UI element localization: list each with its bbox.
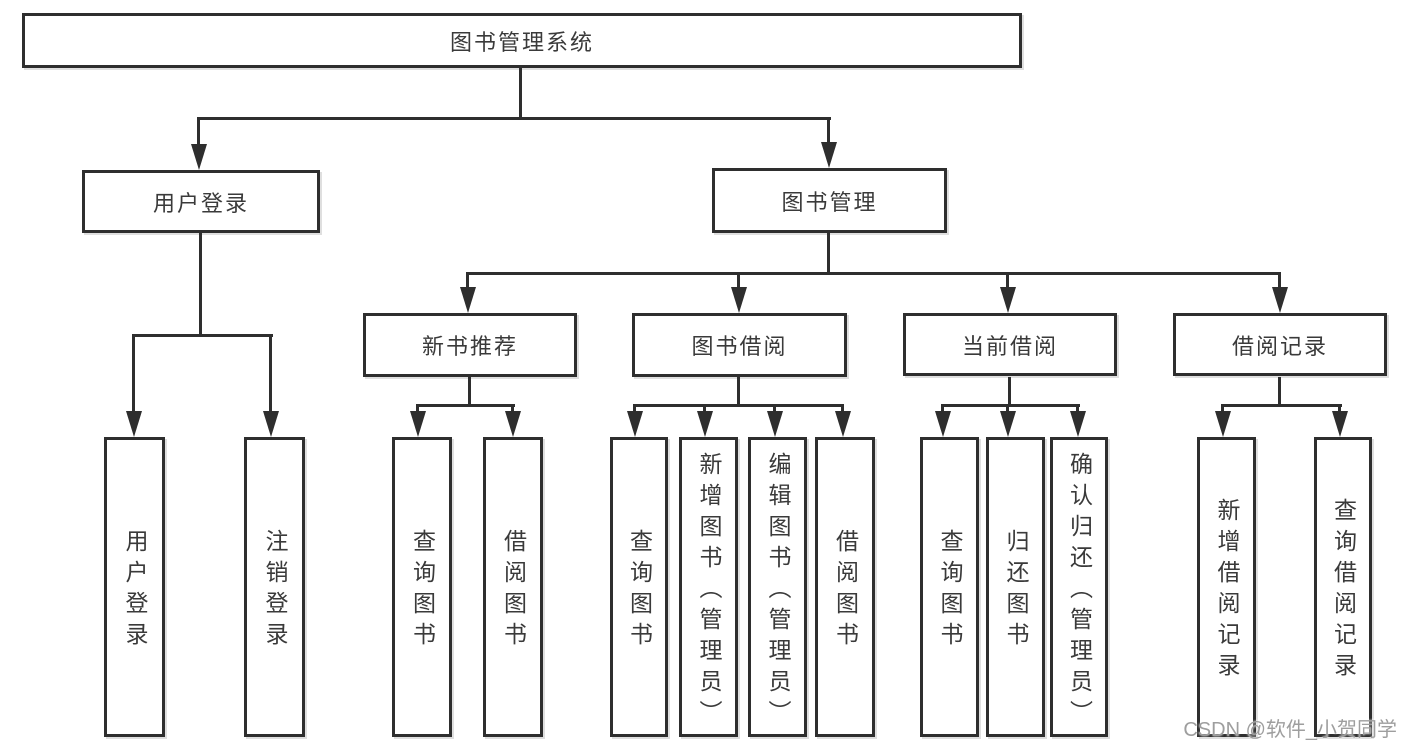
node-new-book-recommend: 新书推荐 bbox=[363, 313, 577, 377]
connector-line bbox=[197, 117, 831, 120]
node-label: 当前借阅 bbox=[961, 333, 1058, 359]
connector-line bbox=[1006, 404, 1009, 414]
connector-line bbox=[197, 117, 200, 150]
connector-line bbox=[466, 272, 469, 294]
leaf-query-book-borrow: 查询图书 bbox=[610, 437, 668, 737]
connector-line bbox=[416, 404, 419, 414]
connector-line bbox=[941, 404, 1080, 407]
leaf-logout: 注销登录 bbox=[244, 437, 305, 737]
node-root-library-system: 图书管理系统 bbox=[22, 13, 1022, 68]
connector-line bbox=[519, 68, 522, 118]
arrow-down-icon bbox=[410, 411, 426, 437]
connector-line bbox=[416, 404, 515, 407]
arrow-down-icon bbox=[697, 411, 713, 437]
connector-line bbox=[703, 404, 706, 414]
leaf-label: 查询图书 bbox=[409, 529, 436, 653]
connector-line bbox=[466, 272, 1281, 275]
connector-line bbox=[1006, 272, 1009, 294]
arrow-down-icon bbox=[191, 144, 207, 170]
connector-line bbox=[269, 334, 272, 414]
leaf-label: 借阅图书 bbox=[832, 529, 859, 653]
arrow-down-icon bbox=[1000, 287, 1016, 313]
leaf-label: 查询借阅记录 bbox=[1330, 498, 1357, 684]
connector-line bbox=[773, 404, 776, 414]
arrow-down-icon bbox=[460, 287, 476, 313]
leaf-query-book-recommend: 查询图书 bbox=[392, 437, 452, 737]
connector-line bbox=[132, 334, 273, 337]
arrow-down-icon bbox=[1272, 287, 1288, 313]
leaf-label: 新增图书（管理员） bbox=[696, 451, 722, 731]
leaf-label: 借阅图书 bbox=[500, 529, 527, 653]
connector-line bbox=[737, 377, 740, 406]
arrow-down-icon bbox=[821, 142, 837, 168]
node-book-borrow: 图书借阅 bbox=[632, 313, 847, 377]
connector-line bbox=[468, 377, 471, 406]
arrow-down-icon bbox=[1000, 411, 1016, 437]
leaf-label: 查询图书 bbox=[626, 529, 653, 653]
leaf-label: 注销登录 bbox=[262, 529, 288, 653]
arrow-down-icon bbox=[505, 411, 521, 437]
arrow-down-icon bbox=[767, 411, 783, 437]
leaf-query-book-current: 查询图书 bbox=[920, 437, 979, 737]
arrow-down-icon bbox=[263, 411, 279, 437]
node-current-borrow: 当前借阅 bbox=[903, 313, 1117, 376]
node-label: 图书管理系统 bbox=[449, 29, 594, 55]
arrow-down-icon bbox=[627, 411, 643, 437]
connector-line bbox=[737, 272, 740, 294]
connector-line bbox=[941, 404, 944, 414]
connector-line bbox=[827, 117, 830, 148]
connector-line bbox=[511, 404, 514, 414]
leaf-label: 查询图书 bbox=[937, 529, 963, 653]
leaf-label: 新增借阅记录 bbox=[1214, 498, 1240, 684]
leaf-label: 编辑图书（管理员） bbox=[765, 451, 791, 731]
node-borrow-records: 借阅记录 bbox=[1173, 313, 1387, 376]
arrow-down-icon bbox=[126, 411, 142, 437]
node-label: 图书管理 bbox=[781, 189, 878, 215]
leaf-borrow-book: 借阅图书 bbox=[815, 437, 875, 737]
connector-line bbox=[1008, 377, 1011, 406]
node-user-login: 用户登录 bbox=[82, 170, 320, 233]
leaf-label: 确认归还（管理员） bbox=[1066, 451, 1093, 731]
leaf-add-borrow-record: 新增借阅记录 bbox=[1197, 437, 1256, 737]
arrow-down-icon bbox=[731, 287, 747, 313]
node-label: 借阅记录 bbox=[1231, 333, 1328, 359]
leaf-add-book-admin: 新增图书（管理员） bbox=[679, 437, 738, 737]
connector-line bbox=[1278, 272, 1281, 294]
connector-line bbox=[827, 233, 830, 274]
arrow-down-icon bbox=[1332, 411, 1348, 437]
connector-line bbox=[1221, 404, 1224, 414]
connector-line bbox=[1338, 404, 1341, 414]
connector-line bbox=[633, 404, 636, 414]
arrow-down-icon bbox=[1215, 411, 1231, 437]
node-book-management: 图书管理 bbox=[712, 168, 947, 233]
node-label: 用户登录 bbox=[152, 190, 249, 216]
arrow-down-icon bbox=[835, 411, 851, 437]
arrow-down-icon bbox=[935, 411, 951, 437]
leaf-label: 用户登录 bbox=[122, 529, 148, 653]
leaf-borrow-book-recommend: 借阅图书 bbox=[483, 437, 543, 737]
node-label: 图书借阅 bbox=[691, 334, 788, 359]
csdn-watermark: CSDN @软件_小贺同学 bbox=[1183, 719, 1397, 741]
connector-line bbox=[199, 233, 202, 336]
connector-line bbox=[132, 334, 135, 414]
leaf-return-book: 归还图书 bbox=[986, 437, 1045, 737]
arrow-down-icon bbox=[1070, 411, 1086, 437]
leaf-user-login: 用户登录 bbox=[104, 437, 165, 737]
connector-line bbox=[1278, 377, 1281, 406]
leaf-edit-book-admin: 编辑图书（管理员） bbox=[748, 437, 807, 737]
leaf-confirm-return-admin: 确认归还（管理员） bbox=[1050, 437, 1108, 737]
leaf-label: 归还图书 bbox=[1003, 529, 1029, 653]
leaf-query-borrow-record: 查询借阅记录 bbox=[1314, 437, 1372, 737]
connector-line bbox=[1221, 404, 1342, 407]
connector-line bbox=[633, 404, 844, 407]
node-label: 新书推荐 bbox=[421, 334, 518, 359]
connector-line bbox=[1076, 404, 1079, 414]
connector-line bbox=[841, 404, 844, 414]
